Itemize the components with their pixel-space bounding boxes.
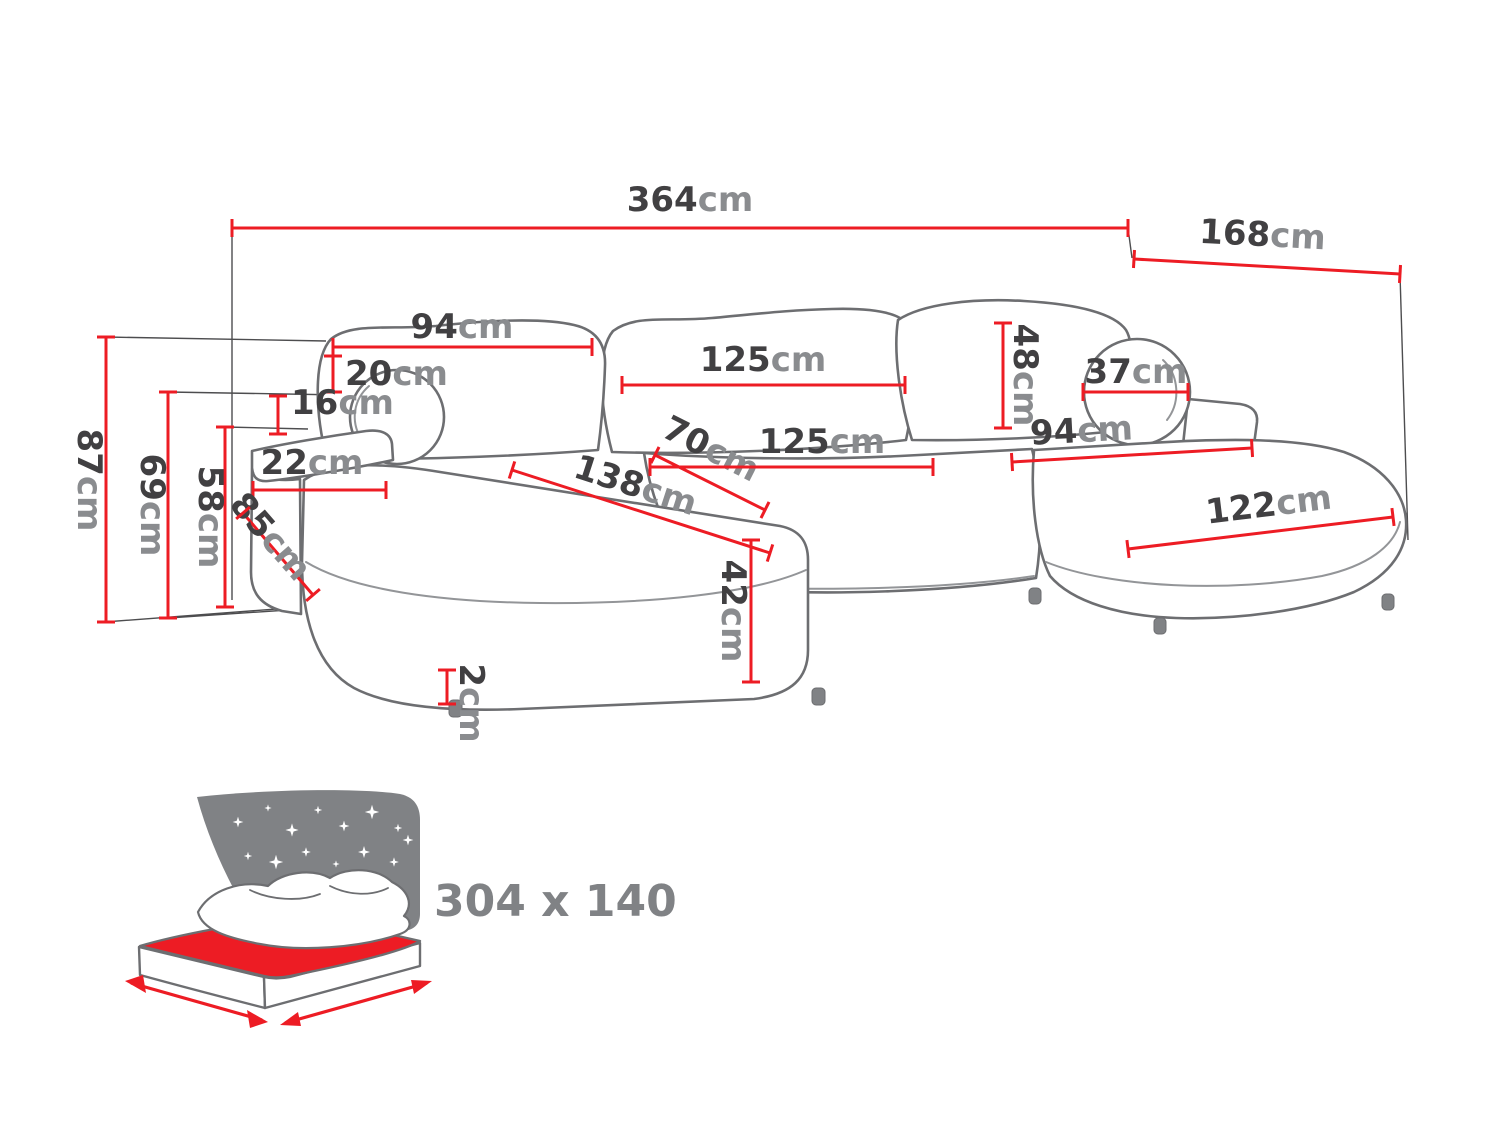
dimension-tick — [759, 501, 771, 519]
dim-total-width: 364cm — [230, 180, 1130, 237]
dim-armrest-width: 22cm — [251, 443, 388, 499]
bed-width-arrow-line — [130, 981, 263, 1022]
chaise-left-seam — [305, 561, 807, 605]
dimension-tick — [1390, 507, 1396, 527]
bed-length-arrow-line — [284, 981, 428, 1025]
dimension-tick — [235, 506, 251, 520]
extension-line — [103, 607, 291, 623]
dimension-tick — [1249, 438, 1255, 458]
dim-armrest-height: 58cm — [190, 425, 234, 609]
dim-total-width-label: 364cm — [627, 180, 754, 220]
dim-leg-height-label: 2cm — [451, 663, 491, 742]
dim-center-back-cushion-width: 125cm — [620, 340, 907, 394]
extension-line — [167, 609, 289, 619]
dim-overall-height-label: 87cm — [69, 429, 109, 532]
sofa-drawing — [249, 298, 1408, 718]
dim-front-edge-depth-line — [241, 512, 315, 596]
back-cushion-center — [600, 307, 917, 455]
left-armrest-top — [250, 429, 395, 483]
sofa-leg — [1381, 593, 1395, 611]
chaise-right-seam — [1045, 521, 1401, 587]
dim-right-seat-width: 94cm — [1009, 408, 1255, 472]
blanket-fold — [329, 885, 389, 895]
dim-back-cushion-lower: 16cm — [269, 383, 394, 436]
dim-center-back-cushion-width-label: 125cm — [700, 340, 827, 380]
arrow-head-icon — [125, 975, 146, 993]
dim-backrest-height: 69cm — [132, 390, 177, 620]
dim-left-back-cushion-width-label: 94cm — [411, 307, 514, 347]
sofa-leg — [1153, 617, 1167, 635]
bed-length-arrow — [280, 980, 432, 1026]
bed-width-arrow — [125, 975, 268, 1028]
dim-right-chaise-length-label: 122cm — [1203, 478, 1334, 533]
chaise-left — [300, 463, 810, 712]
dim-right-back-cushion-height: 48cm — [994, 321, 1045, 430]
dimension-tick — [1397, 264, 1403, 284]
dim-left-chaise-length-line — [511, 468, 771, 555]
dim-total-depth-line — [1133, 257, 1401, 276]
dim-backrest-height-label: 69cm — [132, 454, 172, 557]
dim-right-seat-width-line — [1011, 446, 1253, 464]
dim-total-depth-label: 168cm — [1198, 212, 1326, 259]
dim-leg-height: 2cm — [438, 663, 491, 743]
extension-line — [167, 391, 343, 396]
dim-bolster-pillow-diameter: 37cm — [1081, 352, 1190, 401]
dim-left-back-cushion-width: 94cm — [331, 307, 594, 356]
arrow-head-icon — [280, 1012, 301, 1026]
extension-lines — [103, 227, 1409, 623]
bolster-pillow-right-seam — [1162, 359, 1178, 421]
dimension-tick — [649, 446, 661, 464]
sofa-leg — [1028, 587, 1042, 605]
dim-armrest-height-label: 58cm — [190, 466, 230, 569]
arrow-head-icon — [411, 980, 432, 994]
dim-right-chaise-length-line — [1127, 515, 1394, 551]
dimension-tick — [1009, 452, 1015, 472]
dim-total-depth: 168cm — [1131, 212, 1403, 284]
sofa-leg — [811, 687, 826, 706]
dim-seat-height-label: 42cm — [713, 560, 753, 663]
dim-seat-height: 42cm — [713, 538, 760, 684]
dim-overall-height: 87cm — [69, 335, 115, 624]
blanket-fold — [249, 889, 321, 900]
dim-back-cushion-upper: 20cm — [324, 354, 448, 394]
dim-center-seat-width-label: 125cm — [759, 422, 886, 462]
dim-back-cushion-lower-label: 16cm — [291, 383, 394, 423]
extension-line — [1399, 273, 1409, 541]
dim-right-back-cushion-height-label: 48cm — [1005, 324, 1045, 427]
dim-armrest-width-label: 22cm — [261, 443, 364, 483]
dimension-tick — [1125, 539, 1131, 559]
arrow-head-icon — [247, 1010, 268, 1028]
extension-line — [224, 426, 309, 430]
dimension-tick — [305, 588, 321, 602]
dimension-tick — [507, 460, 517, 480]
dim-right-chaise-length: 122cm — [1125, 478, 1396, 559]
chaise-right — [1031, 438, 1408, 620]
dimension-tick — [765, 543, 775, 563]
sleeping-area-icon: 304 x 140 — [125, 790, 677, 1028]
dim-right-seat-width-label: 94cm — [1029, 408, 1134, 453]
extension-line — [105, 336, 327, 342]
dim-center-seat-width: 125cm — [648, 422, 935, 476]
dimension-tick — [1131, 249, 1137, 269]
dim-seat-depth-line — [654, 453, 766, 512]
sleeping-area-label: 304 x 140 — [434, 876, 677, 927]
bed-blanket — [196, 869, 411, 950]
dim-bolster-pillow-diameter-label: 37cm — [1085, 352, 1188, 392]
dim-back-cushion-upper-label: 20cm — [345, 354, 448, 394]
